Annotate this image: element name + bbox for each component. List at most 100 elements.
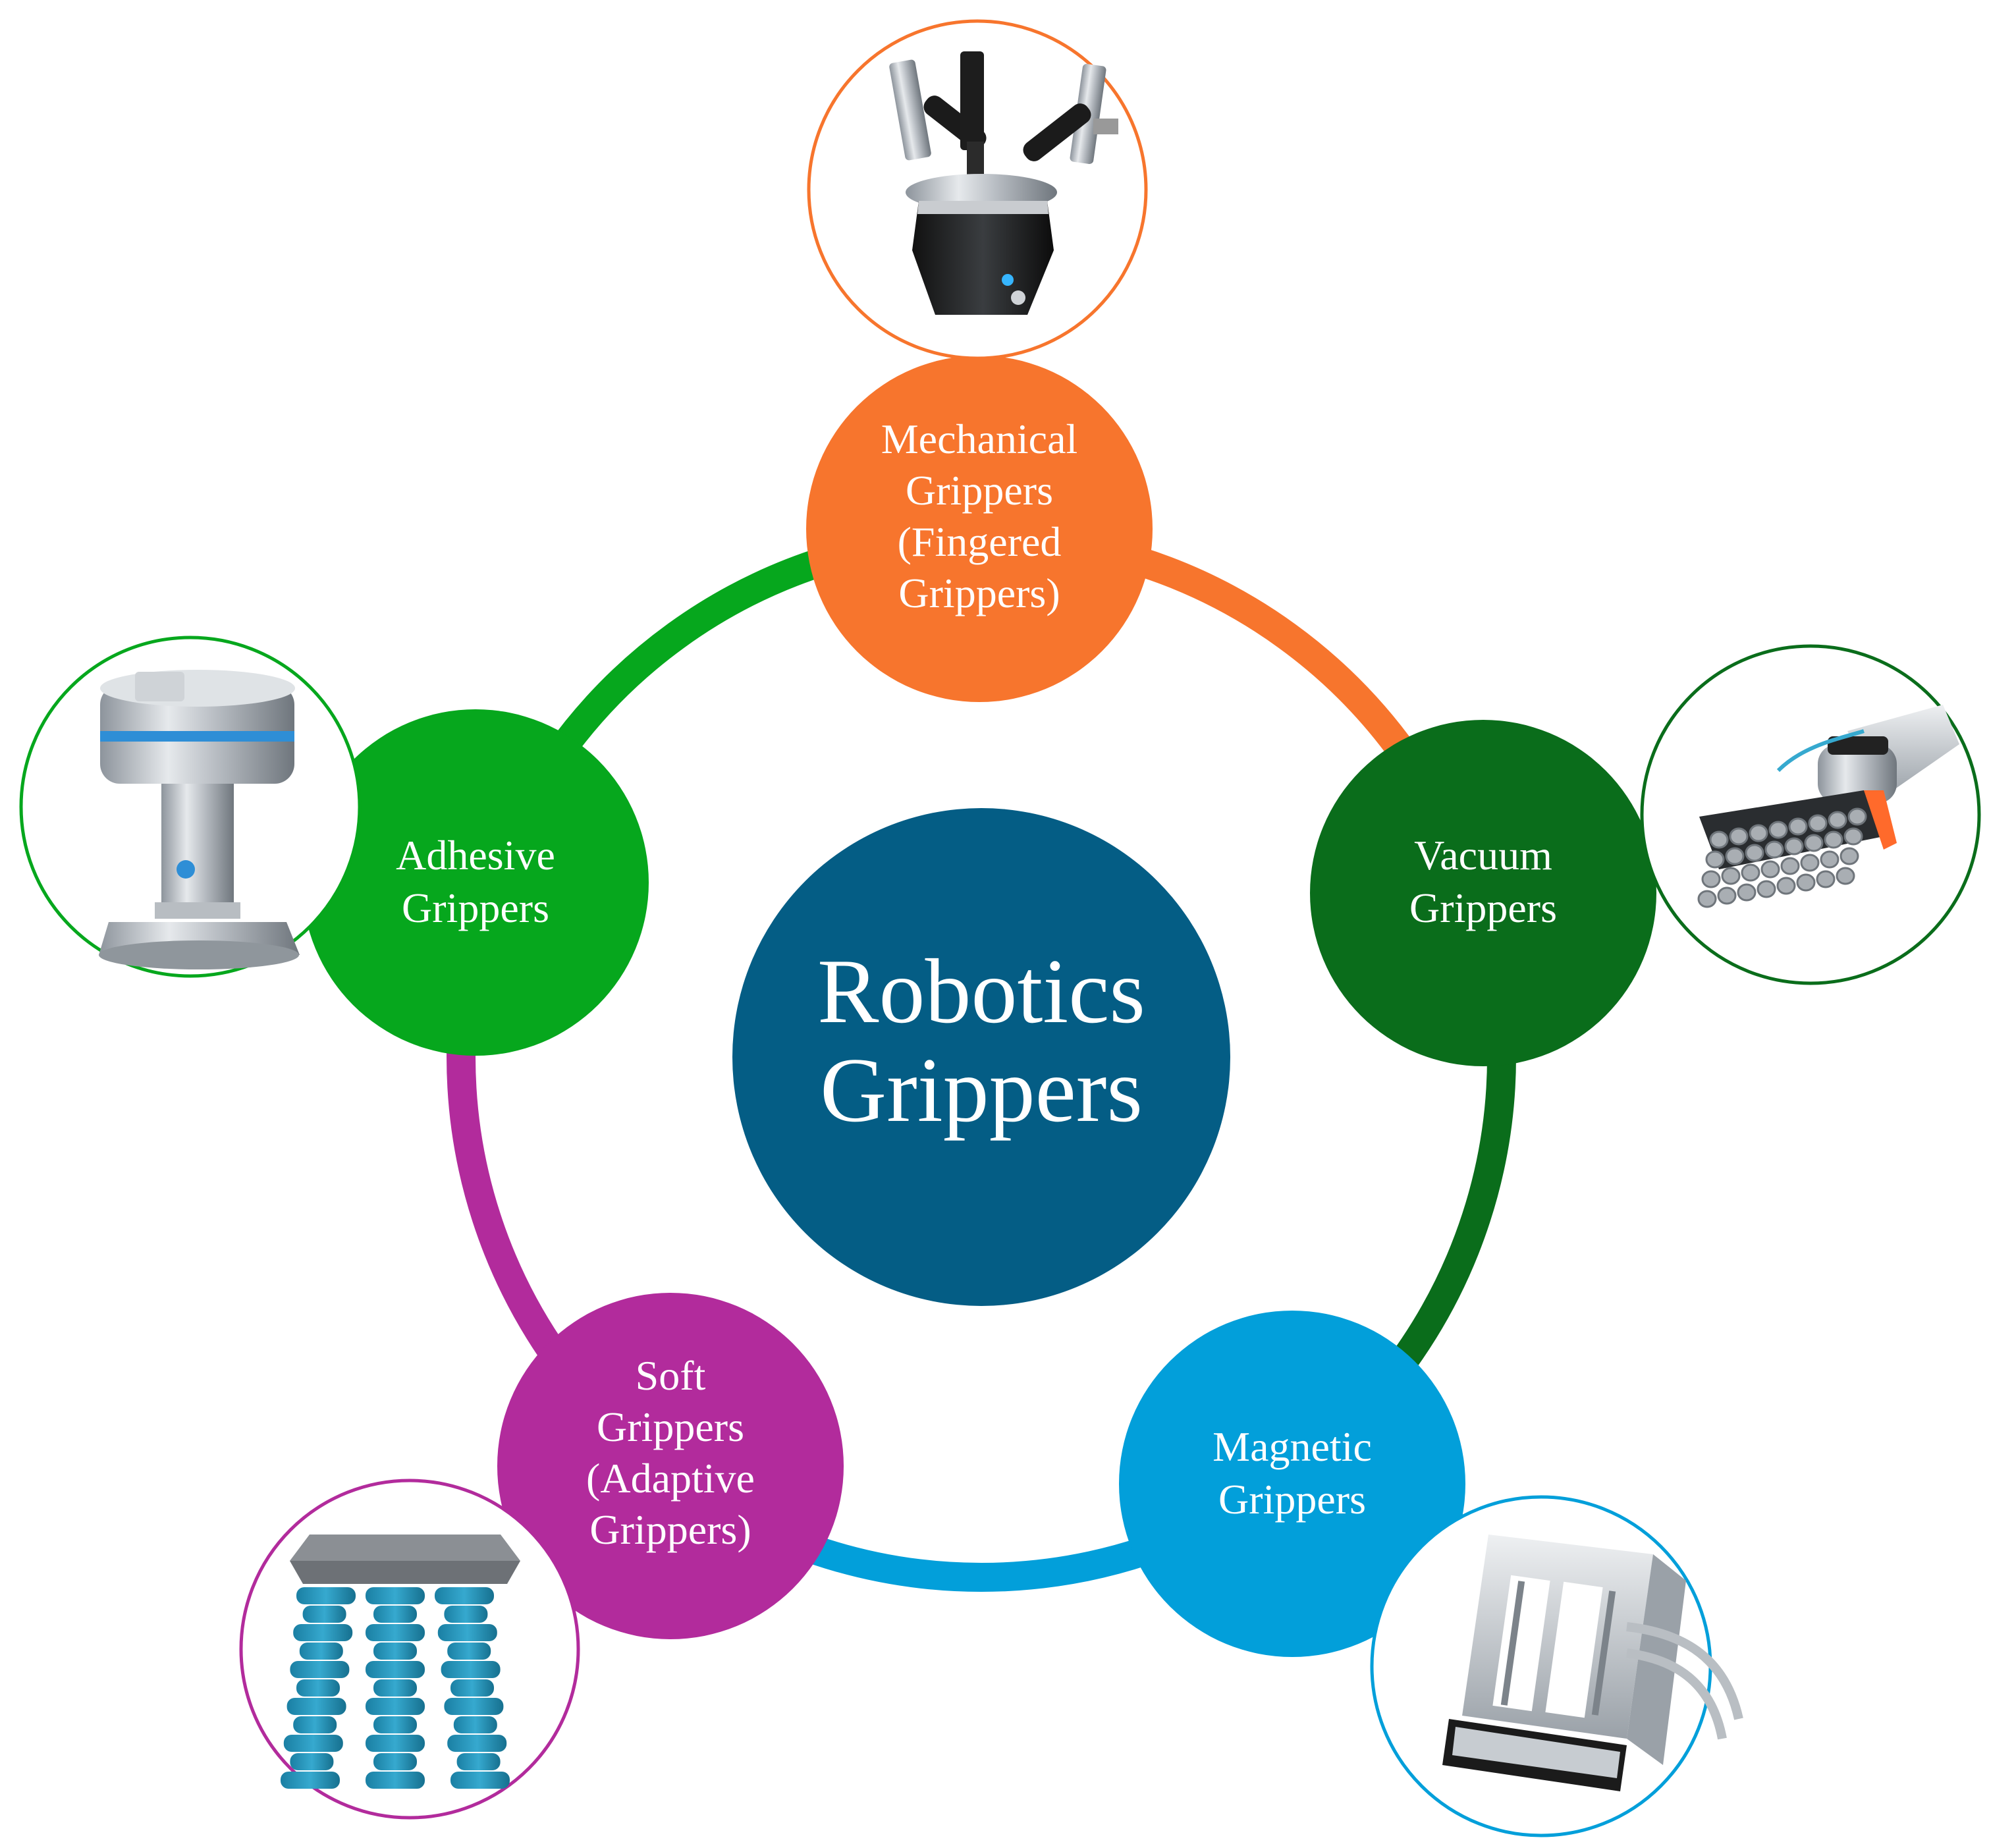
soft-thumbnail	[239, 1479, 580, 1820]
vacuum-cup	[1745, 844, 1764, 862]
soft-finger-segment	[437, 1624, 497, 1641]
soft-finger-segment	[366, 1772, 425, 1789]
soft-finger-segment	[366, 1698, 425, 1715]
soft-finger-segment	[444, 1606, 488, 1623]
soft-node-circle	[497, 1293, 844, 1639]
soft-finger-segment	[373, 1679, 417, 1697]
vacuum-label-line-1: Vacuum	[1414, 832, 1552, 879]
mechanical-label-line-3: (Fingered	[898, 518, 1062, 565]
center-title-line-1: Robotics	[817, 940, 1145, 1043]
vacuum-cup	[1709, 830, 1729, 849]
soft-finger-segment	[290, 1661, 350, 1678]
soft-finger-segment	[447, 1735, 507, 1752]
adhesive-gripper-pad-icon	[99, 670, 300, 969]
soft-label-line-2: Grippers	[597, 1403, 744, 1450]
magnetic-label-line-1: Magnetic	[1212, 1423, 1372, 1470]
vacuum-cup	[1780, 857, 1800, 875]
soft-label-line-3: (Adaptive	[586, 1455, 755, 1502]
soft-finger-segment	[373, 1606, 417, 1623]
soft-label-line-4: Grippers)	[589, 1506, 751, 1553]
vacuum-node-circle	[1310, 720, 1656, 1066]
vacuum-cup	[1816, 870, 1836, 888]
soft-finger-segment	[373, 1716, 417, 1733]
node-soft: Soft Grippers (Adaptive Grippers)	[497, 1293, 844, 1639]
mechanical-node-circle	[806, 356, 1153, 702]
vacuum-cup	[1804, 834, 1824, 852]
soft-finger-segment	[450, 1679, 494, 1697]
vacuum-cup	[1824, 830, 1843, 849]
magnetic-gripper-block-icon	[1442, 1535, 1743, 1791]
vacuum-cup	[1701, 870, 1721, 888]
magnetic-thumbnail	[1370, 1495, 1743, 1837]
vacuum-cup	[1721, 867, 1741, 885]
soft-finger-segment	[293, 1624, 353, 1641]
adhesive-label-line-1: Adhesive	[396, 832, 555, 879]
soft-label-line-1: Soft	[636, 1352, 706, 1399]
vacuum-cup	[1847, 807, 1867, 826]
vacuum-cup	[1705, 850, 1725, 869]
center-circle	[732, 808, 1230, 1306]
soft-finger-segment	[366, 1624, 425, 1641]
vacuum-cup	[1808, 814, 1828, 832]
vacuum-cup	[1800, 854, 1820, 872]
adhesive-thumbnail	[19, 636, 362, 978]
vacuum-cup	[1820, 850, 1839, 869]
soft-finger-segment	[290, 1753, 334, 1770]
soft-finger-segment	[299, 1643, 343, 1660]
vacuum-cup	[1796, 873, 1816, 892]
soft-finger-segment	[450, 1772, 510, 1789]
soft-finger-segment	[293, 1716, 337, 1733]
node-vacuum: Vacuum Grippers	[1310, 720, 1656, 1066]
vacuum-thumbnail	[1640, 644, 1981, 985]
soft-finger-segment	[373, 1643, 417, 1660]
soft-bellows-gripper-icon	[281, 1535, 520, 1789]
soft-finger-segment	[435, 1587, 494, 1604]
vacuum-cup	[1737, 883, 1757, 902]
center-title-line-2: Grippers	[820, 1039, 1143, 1141]
soft-finger-segment	[296, 1587, 356, 1604]
three-finger-gripper-icon	[889, 51, 1118, 315]
node-magnetic: Magnetic Grippers	[1119, 1311, 1465, 1657]
adhesive-label-line-2: Grippers	[402, 884, 549, 931]
soft-finger-segment	[444, 1698, 504, 1715]
mechanical-label-line-1: Mechanical	[881, 416, 1078, 462]
vacuum-cup	[1741, 863, 1760, 882]
vacuum-cup	[1784, 837, 1804, 856]
magnetic-label-line-2: Grippers	[1218, 1476, 1366, 1523]
soft-finger-segment	[366, 1587, 425, 1604]
soft-finger-segment	[281, 1772, 340, 1789]
soft-finger-segment	[373, 1753, 417, 1770]
vacuum-cup	[1729, 827, 1749, 846]
vacuum-cup	[1828, 811, 1847, 829]
vacuum-cup	[1788, 817, 1808, 836]
soft-finger-segment	[453, 1716, 497, 1733]
soft-finger-segment	[366, 1735, 425, 1752]
vacuum-cup	[1843, 827, 1863, 846]
soft-finger-segment	[456, 1753, 501, 1770]
soft-finger-segment	[286, 1698, 346, 1715]
node-mechanical: Mechanical Grippers (Fingered Grippers)	[806, 356, 1153, 702]
vacuum-cup	[1697, 890, 1717, 908]
mechanical-label-line-2: Grippers	[906, 467, 1053, 514]
node-adhesive: Adhesive Grippers	[302, 709, 649, 1056]
vacuum-cup	[1764, 840, 1784, 859]
vacuum-cup	[1757, 880, 1776, 898]
vacuum-cup-array-icon	[1697, 705, 1959, 908]
vacuum-cup	[1725, 847, 1745, 865]
magnetic-node-circle	[1119, 1311, 1465, 1657]
vacuum-cup	[1839, 847, 1859, 865]
soft-finger-segment	[366, 1661, 425, 1678]
soft-finger-segment	[302, 1606, 346, 1623]
mechanical-label-line-4: Grippers)	[898, 570, 1060, 616]
adhesive-node-circle	[302, 709, 649, 1056]
vacuum-cup	[1836, 867, 1855, 885]
center-hub: Robotics Grippers	[732, 808, 1230, 1306]
vacuum-cup	[1749, 824, 1768, 842]
soft-finger-segment	[447, 1643, 491, 1660]
soft-fingers	[281, 1587, 510, 1789]
vacuum-cups	[1697, 807, 1867, 908]
mechanical-thumbnail	[807, 19, 1148, 360]
soft-finger-segment	[296, 1679, 340, 1697]
vacuum-cup	[1717, 886, 1737, 905]
